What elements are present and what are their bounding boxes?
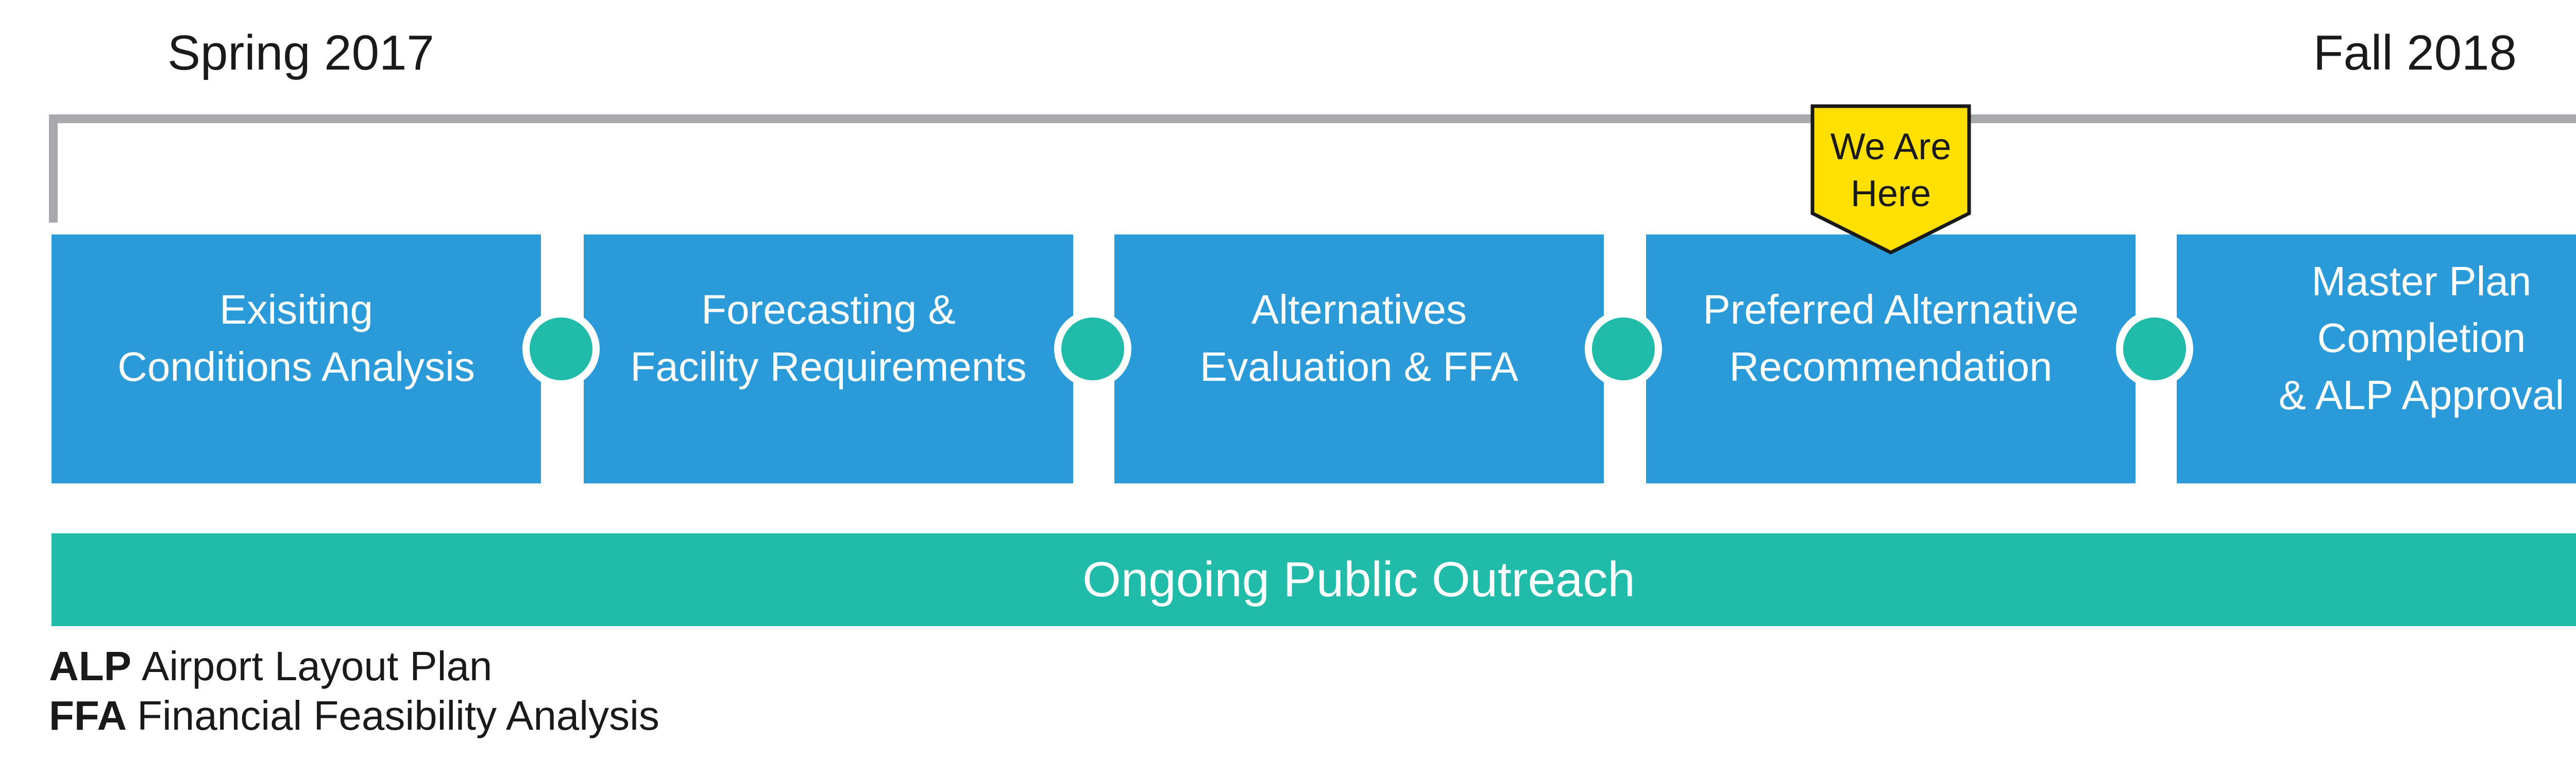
- marker-label: We Are Here: [1809, 124, 1972, 218]
- phase-label-line: Preferred Alternative: [1703, 287, 2079, 333]
- legend-abbreviation: FFA: [49, 693, 127, 738]
- timeline-start-label: Spring 2017: [167, 25, 434, 80]
- phase-forecasting: Forecasting & Facility Requirements: [584, 234, 1073, 483]
- ongoing-outreach-bar: Ongoing Public Outreach: [52, 533, 2576, 626]
- phase-label-line: & ALP Approval: [2278, 372, 2565, 418]
- phase-label-line: Facility Requirements: [630, 343, 1027, 390]
- phase-label-line: Exisiting: [219, 287, 373, 333]
- phase-existing-conditions: Exisiting Conditions Analysis: [52, 234, 541, 483]
- marker-label-line: We Are: [1830, 126, 1952, 167]
- phase-label-line: Completion: [2317, 315, 2526, 361]
- phase-connector-dot: [522, 310, 600, 388]
- phase-label-line: Recommendation: [1729, 343, 2053, 390]
- legend-definition: Financial Feasibility Analysis: [137, 693, 659, 738]
- legend-abbreviation: ALP: [49, 643, 131, 689]
- we-are-here-marker: We Are Here: [1809, 103, 1972, 258]
- marker-label-line: Here: [1850, 173, 1931, 215]
- phase-preferred-alternative: Preferred Alternative Recommendation: [1646, 234, 2136, 483]
- phase-alternatives: Alternatives Evaluation & FFA: [1114, 234, 1604, 483]
- phase-connector-dot: [1585, 310, 1662, 388]
- phase-label-line: Master Plan: [2311, 258, 2532, 304]
- marker-pentagon-shape: [1810, 104, 1971, 255]
- phase-label-line: Evaluation & FFA: [1199, 343, 1519, 390]
- legend-definition: Airport Layout Plan: [142, 643, 493, 689]
- phase-connector-dot: [1054, 310, 1131, 388]
- phase-connector-dot: [2116, 310, 2193, 388]
- phase-label-line: Forecasting &: [701, 287, 956, 333]
- phase-label-line: Conditions Analysis: [117, 343, 475, 390]
- phase-master-plan-completion: Master Plan Completion & ALP Approval: [2177, 234, 2576, 483]
- timeline-end-label: Fall 2018: [2313, 25, 2517, 80]
- timeline-bracket: [49, 114, 2576, 223]
- phase-label-line: Alternatives: [1251, 287, 1467, 333]
